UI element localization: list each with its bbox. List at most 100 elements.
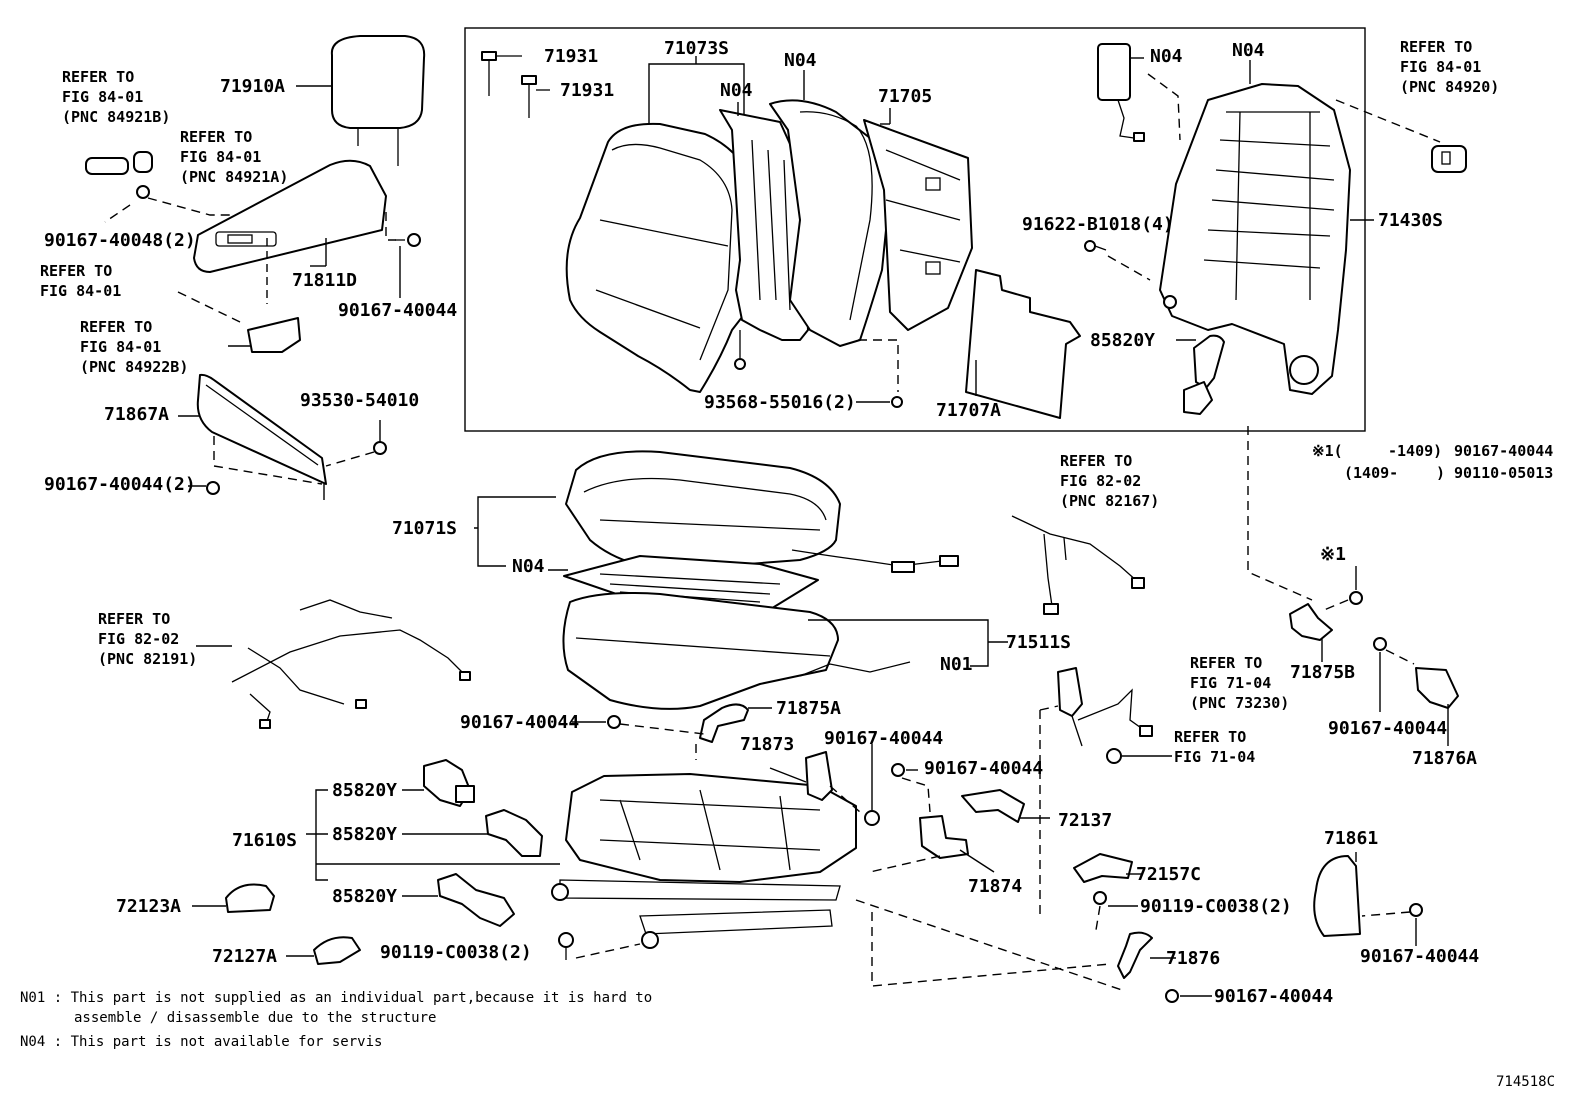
refer-84921b[interactable]: REFER TO FIG 84-01 (PNC 84921B) [62,68,170,126]
label-71430S: 71430S [1378,210,1443,231]
label-71811D: 71811D [292,270,357,291]
label-71861: 71861 [1324,828,1378,849]
adjuster-motor-2 [485,809,543,857]
svg-text:FIG 84-01: FIG 84-01 [180,148,261,166]
refer-84-01[interactable]: REFER TO FIG 84-01 [40,262,121,300]
label-N04-a: N04 [720,80,753,101]
lumbar-module-drawing [1097,43,1145,142]
svg-text:(PNC 82191): (PNC 82191) [98,650,197,668]
label-71876: 71876 [1166,948,1220,969]
bracket-71873-drawing [805,751,833,801]
refer-73230[interactable]: REFER TO FIG 71-04 (PNC 73230) [1190,654,1289,712]
svg-text:REFER TO: REFER TO [62,68,134,86]
svg-text:FIG 84-01: FIG 84-01 [40,282,121,300]
headrest-drawing [330,35,426,166]
label-71875A: 71875A [776,698,841,719]
adjuster-motor-3 [437,873,515,927]
label-90167-40044-b: 90167-40044 [460,712,579,733]
label-72123A: 72123A [116,896,181,917]
label-90167-40044-a: 90167-40044 [338,300,457,321]
label-90119-C0038-b: 90119-C0038(2) [1140,896,1292,917]
label-N04-d: N04 [1232,40,1265,61]
seat-belt-buckle-drawing [1057,667,1153,764]
cover-72137-drawing [961,789,1025,823]
refer-84922b[interactable]: REFER TO FIG 84-01 (PNC 84922B) [80,318,188,376]
footnote-n01-line1: N01 : This part is not supplied as an in… [20,990,652,1006]
seat-back-group-frame [464,27,1366,432]
bolt-rail-drawing [558,932,574,960]
svg-text:FIG 84-01: FIG 84-01 [1400,58,1481,76]
hinge-cover-b-drawing [1289,603,1333,641]
label-N01: N01 [940,654,973,675]
svg-text:REFER TO: REFER TO [1190,654,1262,672]
refer-84920[interactable]: REFER TO FIG 84-01 (PNC 84920) [1400,38,1499,96]
svg-text:(1409-: (1409- [1344,464,1398,482]
bracket-84922b-drawing [247,317,301,353]
label-71876A: 71876A [1412,748,1477,769]
label-N04-c: N04 [1150,46,1183,67]
label-71910A: 71910A [220,76,285,97]
harness-82167-drawing [1011,515,1145,615]
svg-text:FIG 84-01: FIG 84-01 [80,338,161,356]
hinge-cover-a-drawing [699,703,749,743]
svg-text:90167-40044: 90167-40044 [1454,442,1553,460]
harness-82191-drawing [231,599,471,729]
label-71610S: 71610S [232,830,297,851]
svg-text:(PNC 82167): (PNC 82167) [1060,492,1159,510]
svg-text:(PNC 84921A): (PNC 84921A) [180,168,288,186]
cover-71876-drawing [1117,931,1153,979]
label-71931-a: 71931 [544,46,598,67]
svg-text:FIG 84-01: FIG 84-01 [62,88,143,106]
svg-text:(PNC 84922B): (PNC 84922B) [80,358,188,376]
label-71873: 71873 [740,734,794,755]
footnote-n04: N04 : This part is not available for ser… [20,1034,382,1050]
label-71073S: 71073S [664,38,729,59]
svg-text:REFER TO: REFER TO [98,610,170,628]
refer-84921a[interactable]: REFER TO FIG 84-01 (PNC 84921A) [180,128,288,186]
adjuster-motor-1 [423,759,475,807]
svg-text:): ) [1436,464,1445,482]
label-90167-40044-g: 90167-40044 [1360,946,1479,967]
screw-90167-40044-drawing [395,233,421,247]
footnote-n01-line2: assemble / disassemble due to the struct… [74,1010,436,1026]
label-90167-40048: 90167-40048(2) [44,230,196,251]
label-71511S: 71511S [1006,632,1071,653]
svg-text:REFER TO: REFER TO [1400,38,1472,56]
switch-knobs [85,151,153,199]
label-91622-B1018: 91622-B1018(4) [1022,214,1174,235]
svg-text:(PNC 84920): (PNC 84920) [1400,78,1499,96]
back-board-drawing [863,119,973,331]
svg-text:REFER TO: REFER TO [180,128,252,146]
label-90167-40044-f: 90167-40044 [1328,718,1447,739]
svg-text:90110-05013: 90110-05013 [1454,464,1553,482]
diagram-code: 714518C [1496,1074,1555,1090]
label-71867A: 71867A [104,404,169,425]
label-71707A: 71707A [936,400,1001,421]
label-71705: 71705 [878,86,932,107]
label-72157C: 72157C [1136,864,1201,885]
label-90167-40044-d: 90167-40044 [924,758,1043,779]
label-N04-b: N04 [784,50,817,71]
refer-71-04[interactable]: REFER TO FIG 71-04 [1174,728,1255,766]
back-pad-plate-drawing [965,269,1081,419]
switch-84920-drawing [1431,145,1467,173]
back-frame-drawing [1159,83,1351,395]
label-71875B: 71875B [1290,662,1355,683]
refer-82191[interactable]: REFER TO FIG 82-02 (PNC 82191) [98,610,197,668]
label-N04-e: N04 [512,556,545,577]
label-90167-40044-c: 90167-40044 [824,728,943,749]
shield-upper-drawing [193,159,387,273]
svg-text:FIG 82-02: FIG 82-02 [1060,472,1141,490]
label-93530-54010: 93530-54010 [300,390,419,411]
label-85820Y-2: 85820Y [332,824,397,845]
cover-71861-drawing [1313,855,1361,937]
svg-text:REFER TO: REFER TO [40,262,112,280]
label-x1-mark: ※1 [1320,544,1346,565]
label-85820Y-3: 85820Y [332,886,397,907]
svg-text:FIG 71-04: FIG 71-04 [1190,674,1271,692]
svg-text:FIG 71-04: FIG 71-04 [1174,748,1255,766]
label-72127A: 72127A [212,946,277,967]
cover-72123a-drawing [225,883,275,913]
refer-82167[interactable]: REFER TO FIG 82-02 (PNC 82167) [1060,452,1159,510]
svg-text:(PNC 73230): (PNC 73230) [1190,694,1289,712]
